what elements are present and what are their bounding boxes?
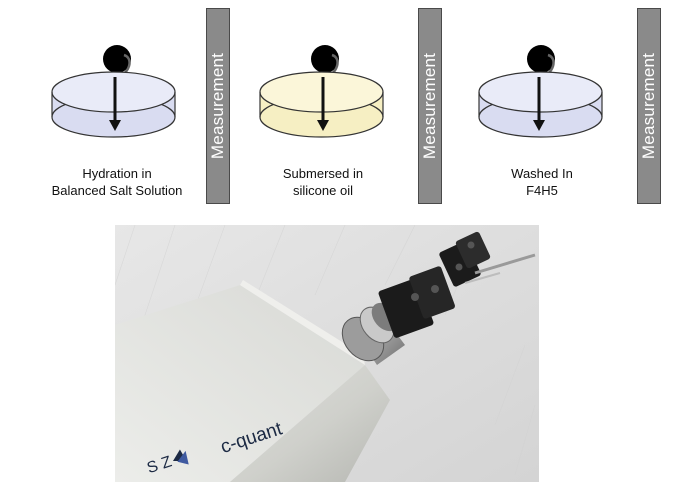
stage-3-caption: Washed In F4H5 (477, 165, 607, 199)
down-arrow-icon (533, 77, 545, 131)
stage-1-caption-line1: Hydration in (82, 166, 152, 181)
stage-2-dish-diagram (259, 45, 384, 138)
stage-3-caption-line2: F4H5 (526, 183, 558, 198)
measurement-box-3: Measurement (637, 8, 661, 204)
device-mount-head (378, 231, 491, 338)
measurement-label-2: Measurement (420, 52, 439, 160)
stage-1-caption-line2: Balanced Salt Solution (51, 183, 183, 198)
device-top-face (115, 285, 365, 482)
stage-2-caption-line2: silicone oil (293, 183, 353, 198)
down-arrow-icon (109, 77, 121, 131)
stage-3-caption-line1: Washed In (511, 166, 573, 181)
measurement-box-1: Measurement (206, 8, 230, 204)
stage-1-dish-diagram (51, 45, 176, 138)
measurement-label-3: Measurement (639, 52, 658, 160)
measurement-label-1: Measurement (208, 52, 227, 160)
stage-1-caption: Hydration in Balanced Salt Solution (32, 165, 202, 199)
measurement-box-2: Measurement (418, 8, 442, 204)
device-probe-rod (474, 253, 536, 275)
device-side-face (230, 365, 390, 482)
device-photo: c-quant S Z (115, 225, 539, 482)
brand-logo-icon (173, 449, 189, 465)
stage-3-dish-diagram (478, 45, 603, 138)
device-photo-drawing (115, 225, 539, 482)
stage-2-caption-line1: Submersed in (282, 166, 364, 181)
down-arrow-icon (317, 77, 329, 131)
stage-2-caption: Submersed in silicone oil (258, 165, 388, 199)
